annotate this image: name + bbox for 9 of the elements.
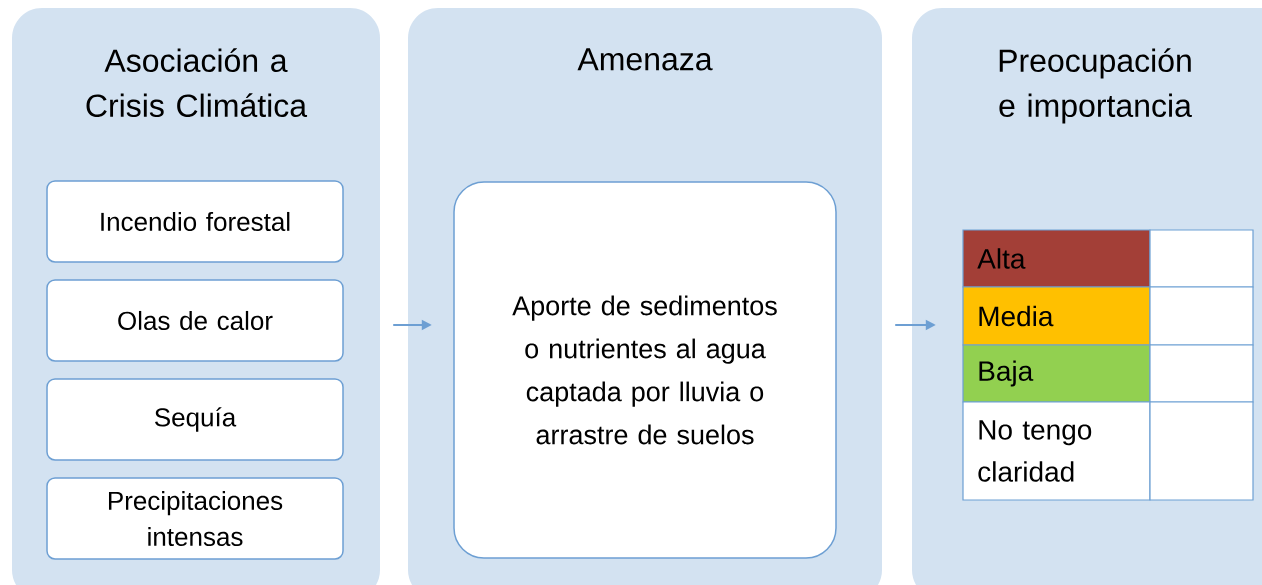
table-cell: Media xyxy=(962,286,1151,346)
item-box: Incendio forestal xyxy=(46,180,344,263)
item-box: Olas de calor xyxy=(46,279,344,362)
item-box: Sequía xyxy=(46,378,344,461)
table-cell: Alta xyxy=(962,229,1151,288)
item-box: Aporte de sedimentos o nutrientes al agua captada por lluvia o arrastre de suelos xyxy=(453,181,837,559)
item-box: Precipitaciones intensas xyxy=(46,477,344,560)
table-cell: No tengo claridad xyxy=(962,401,1151,501)
table-cell: Baja xyxy=(962,344,1151,403)
